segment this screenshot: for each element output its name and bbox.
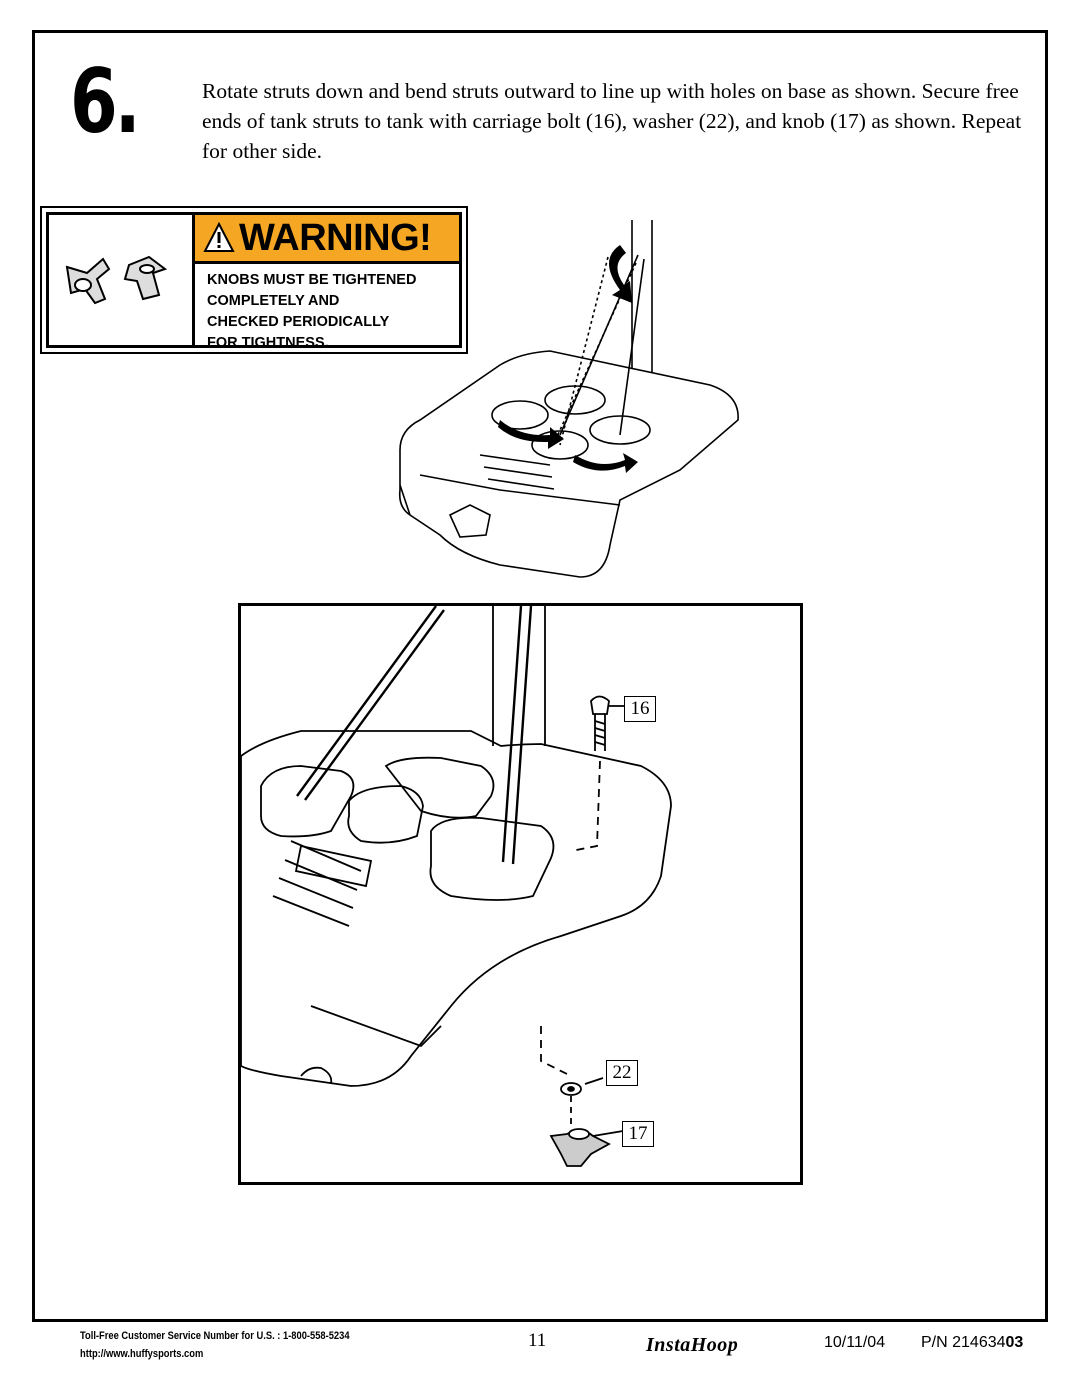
page-number: 11 bbox=[528, 1330, 547, 1351]
page-frame bbox=[32, 30, 1048, 1322]
footer-date: 10/11/04 bbox=[824, 1334, 886, 1351]
warning-banner: WARNING! bbox=[195, 215, 459, 264]
part-number-prefix: P/N 214634 bbox=[921, 1334, 1006, 1351]
instahoop-logo: InstaHoop bbox=[646, 1334, 739, 1356]
base-overview-illustration bbox=[380, 215, 750, 600]
warning-line: KNOBS MUST BE TIGHTENED bbox=[207, 272, 417, 288]
footer-service-number: Toll-Free Customer Service Number for U.… bbox=[80, 1330, 350, 1342]
knob-illustration bbox=[57, 245, 187, 320]
warning-line: COMPLETELY AND bbox=[207, 293, 340, 309]
warning-triangle-icon bbox=[203, 222, 235, 252]
callout-knob: 17 bbox=[622, 1121, 654, 1147]
callout-washer: 22 bbox=[606, 1060, 638, 1086]
warning-text: KNOBS MUST BE TIGHTENED COMPLETELY AND C… bbox=[207, 270, 416, 354]
part-number: P/N 21463403 bbox=[921, 1334, 1023, 1352]
part-number-suffix: 03 bbox=[1005, 1334, 1024, 1351]
callout-bolt: 16 bbox=[624, 696, 656, 722]
warning-line: CHECKED PERIODICALLY bbox=[207, 314, 390, 330]
step-instruction: Rotate struts down and bend struts outwa… bbox=[202, 79, 1022, 163]
warning-title: WARNING! bbox=[239, 216, 432, 259]
warning-divider bbox=[192, 215, 195, 345]
footer-url[interactable]: http://www.huffysports.com bbox=[80, 1348, 204, 1360]
detail-inset: 16 22 17 bbox=[238, 603, 803, 1185]
warning-line: FOR TIGHTNESS. bbox=[207, 335, 329, 351]
warning-box: WARNING! KNOBS MUST BE TIGHTENED COMPLET… bbox=[40, 206, 468, 354]
step-number: 6. bbox=[70, 50, 141, 153]
